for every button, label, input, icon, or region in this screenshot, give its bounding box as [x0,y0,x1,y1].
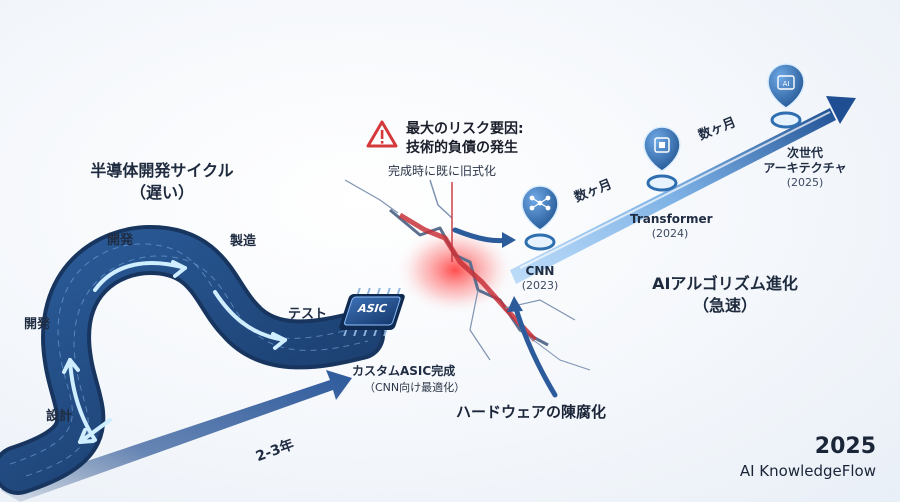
risk-title: 最大のリスク要因: 技術的負債の発生 [406,120,524,158]
node-transformer: Transformer (2024) [630,212,713,240]
node-transformer-year: (2024) [651,227,689,240]
risk-title-line1: 最大のリスク要因: [406,121,524,137]
ai-title-line1: AIアルゴリズム進化 [652,274,798,293]
ai-evolution-title: AIアルゴリズム進化 （急速） [640,273,810,317]
step-test: テスト [288,307,328,322]
warning-icon [366,120,398,148]
node-cnn: CNN (2023) [515,264,565,292]
step-develop-left: 開発 [24,317,51,332]
node-cnn-year: (2023) [521,279,559,292]
duration-arrow [0,370,352,502]
development-cycle-road [0,225,385,495]
risk-subtitle: 完成時に既に旧式化 [388,164,497,178]
node-pin-transformer [643,126,681,192]
asic-chip-label: ASIC [355,302,389,315]
step-manufacture: 製造 [230,234,257,249]
node-cnn-name: CNN [525,264,555,278]
node-transformer-name: Transformer [630,212,713,226]
ai-title-line2: （急速） [692,296,757,315]
ai-evolution-beam [510,96,856,284]
svg-text:AI: AI [783,80,790,88]
step-develop-top: 開発 [107,233,134,248]
node-next-gen-name: 次世代 アーキテクチャ [763,146,847,175]
semiconductor-cycle-title: 半導体開発サイクル （遅い） [72,160,252,204]
brand-name: AI KnowledgeFlow [739,462,876,480]
technical-debt-crack [344,179,591,371]
asic-completed-sub: （CNN向け最適化） [364,381,466,394]
node-next-gen-year: (2025) [786,176,824,189]
node-pin-cnn [521,185,559,251]
risk-title-line2: 技術的負債の発生 [406,140,518,156]
semiconductor-title-line1: 半導体開発サイクル [90,161,234,180]
semiconductor-title-line2: （遅い） [129,183,194,202]
node-next-gen: 次世代 アーキテクチャ (2025) [760,146,850,189]
asic-chip [339,288,405,336]
asic-completed-label: カスタムASIC完成 [352,364,456,378]
brand-year: 2025 [814,434,876,459]
hardware-obsolescence-label: ハードウェアの陳腐化 [456,403,607,421]
step-design: 設計 [46,409,73,424]
node-pin-next-gen: AI [767,63,805,129]
obsolescence-arrow [512,302,558,398]
